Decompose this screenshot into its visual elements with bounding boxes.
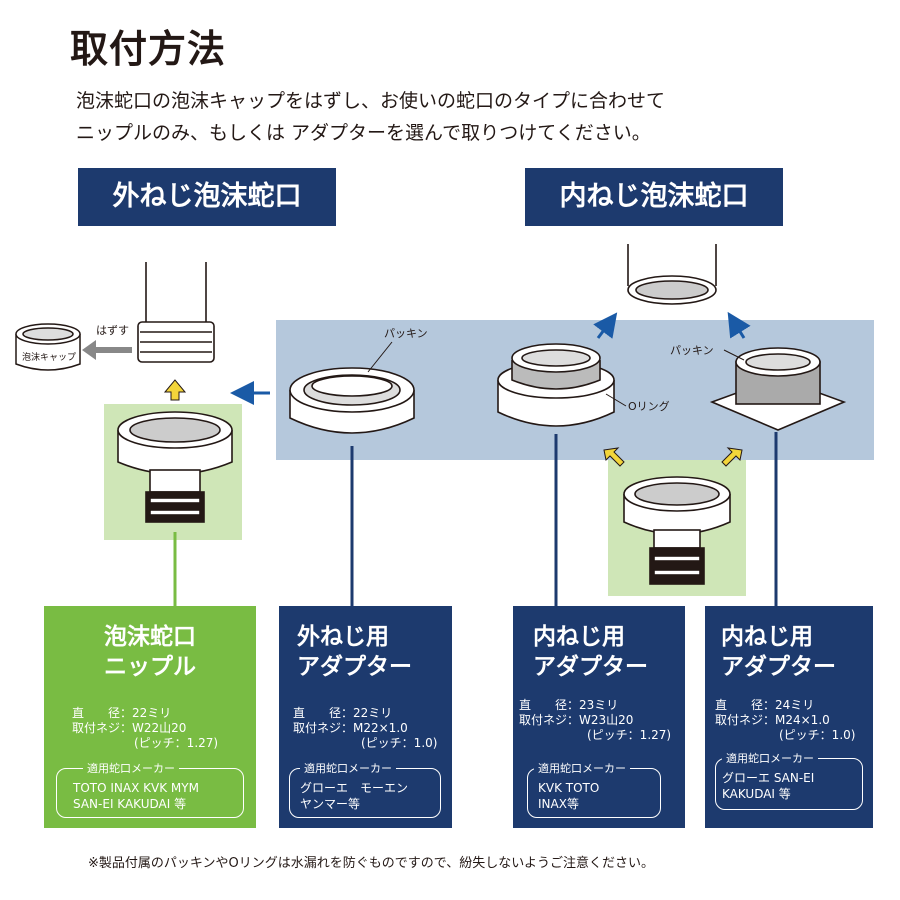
makers-line-2: ヤンマー等 xyxy=(300,797,361,811)
makers-label: 適用蛇口メーカー xyxy=(83,760,179,776)
spec-pitch: (ピッチ：1.0) xyxy=(779,728,856,742)
makers-line-2: INAX等 xyxy=(538,797,579,811)
card-title-2: アダプター xyxy=(297,654,412,680)
spec-diameter: 直 径：23ミリ xyxy=(519,698,619,712)
spec-diameter: 直 径：22ミリ xyxy=(72,706,172,720)
makers-line-1: グローエ SAN-EI xyxy=(722,771,815,785)
inner-thread-faucet xyxy=(627,244,717,305)
makers-box: 適用蛇口メーカー TOTO INAX KVK MYM SAN-EI KAKUDA… xyxy=(56,760,244,818)
spec-pitch: (ピッチ：1.27) xyxy=(134,736,219,750)
intro-line-2: ニップルのみ、もしくは アダプターを選んで取りつけてください。 xyxy=(76,122,651,144)
makers-box: 適用蛇口メーカー KVK TOTO INAX等 xyxy=(527,760,661,818)
makers-label: 適用蛇口メーカー xyxy=(722,750,818,766)
spec-diameter: 直 径：24ミリ xyxy=(715,698,815,712)
makers-line-1: グローエ モーエン xyxy=(300,781,409,795)
intro-line-1: 泡沫蛇口の泡沫キャップをはずし、お使いの蛇口のタイプに合わせて xyxy=(76,90,666,112)
spec-thread: 取付ネジ：W22山20 xyxy=(72,721,187,735)
spec-thread: 取付ネジ：M24×1.0 xyxy=(715,713,830,727)
card-foam-faucet-nipple: 泡沫蛇口 ニップル 直 径：22ミリ 取付ネジ：W22山20 (ピッチ：1.27… xyxy=(44,606,256,828)
card-title-1: 外ねじ用 xyxy=(297,624,389,650)
spec-pitch: (ピッチ：1.27) xyxy=(587,728,672,742)
foam-cap xyxy=(15,323,81,371)
makers-line-2: SAN-EI KAKUDAI 等 xyxy=(73,797,187,811)
cap-label: 泡沫キャップ xyxy=(22,351,76,363)
makers-line-2: KAKUDAI 等 xyxy=(722,787,791,801)
packing-label-2: パッキン xyxy=(670,344,714,357)
makers-label: 適用蛇口メーカー xyxy=(300,760,396,776)
card-inner-adapter-23: 内ねじ用 アダプター 直 径：23ミリ 取付ネジ：W23山20 (ピッチ：1.2… xyxy=(513,606,685,828)
spec-thread: 取付ネジ：M22×1.0 xyxy=(293,721,408,735)
page-title: 取付方法 xyxy=(70,27,227,71)
arrow-diag-yellow-2 xyxy=(721,447,743,467)
remove-label: はずす xyxy=(96,324,129,337)
outer-thread-faucet xyxy=(137,262,215,363)
card-title-2: アダプター xyxy=(533,654,648,680)
arrow-diag-yellow-1 xyxy=(603,447,625,467)
heading-inner-thread-faucet: 内ねじ泡沫蛇口 xyxy=(525,168,783,226)
inner-nipple xyxy=(623,476,731,585)
card-title-2: ニップル xyxy=(104,654,196,680)
foam-faucet-nipple xyxy=(117,411,233,523)
spec-thread: 取付ネジ：W23山20 xyxy=(519,713,634,727)
card-inner-adapter-24: 内ねじ用 アダプター 直 径：24ミリ 取付ネジ：M24×1.0 (ピッチ：1.… xyxy=(705,606,873,828)
card-title-2: アダプター xyxy=(721,654,836,680)
footnote: ※製品付属のパッキンやOリングは水漏れを防ぐものですので、紛失しないようご注意く… xyxy=(88,856,654,871)
arrow-up-yellow xyxy=(163,379,187,401)
card-title-1: 泡沫蛇口 xyxy=(104,624,196,650)
installation-diagram: 泡沫キャップ はずす パッキン Oリング xyxy=(15,244,874,606)
spec-pitch: (ピッチ：1.0) xyxy=(361,736,438,750)
arrow-up-blue-1 xyxy=(593,312,618,339)
heading-outer-thread-faucet: 外ねじ泡沫蛇口 xyxy=(78,168,336,226)
makers-box: 適用蛇口メーカー グローエ SAN-EI KAKUDAI 等 xyxy=(715,750,863,810)
makers-label: 適用蛇口メーカー xyxy=(534,760,630,776)
card-title-1: 内ねじ用 xyxy=(533,624,625,650)
arrow-up-blue-2 xyxy=(727,311,751,339)
outer-adapter xyxy=(289,367,415,434)
inner-adapter-23 xyxy=(497,343,615,427)
card-title-1: 内ねじ用 xyxy=(721,624,813,650)
makers-box: 適用蛇口メーカー グローエ モーエン ヤンマー等 xyxy=(289,760,441,818)
makers-line-1: KVK TOTO xyxy=(538,781,600,795)
inner-adapter-24 xyxy=(709,347,847,431)
spec-diameter: 直 径：22ミリ xyxy=(293,706,393,720)
card-outer-adapter: 外ねじ用 アダプター 直 径：22ミリ 取付ネジ：M22×1.0 (ピッチ：1.… xyxy=(279,606,452,828)
packing-label-1: パッキン xyxy=(384,327,428,340)
makers-line-1: TOTO INAX KVK MYM xyxy=(73,781,199,795)
oring-label: Oリング xyxy=(628,399,670,413)
